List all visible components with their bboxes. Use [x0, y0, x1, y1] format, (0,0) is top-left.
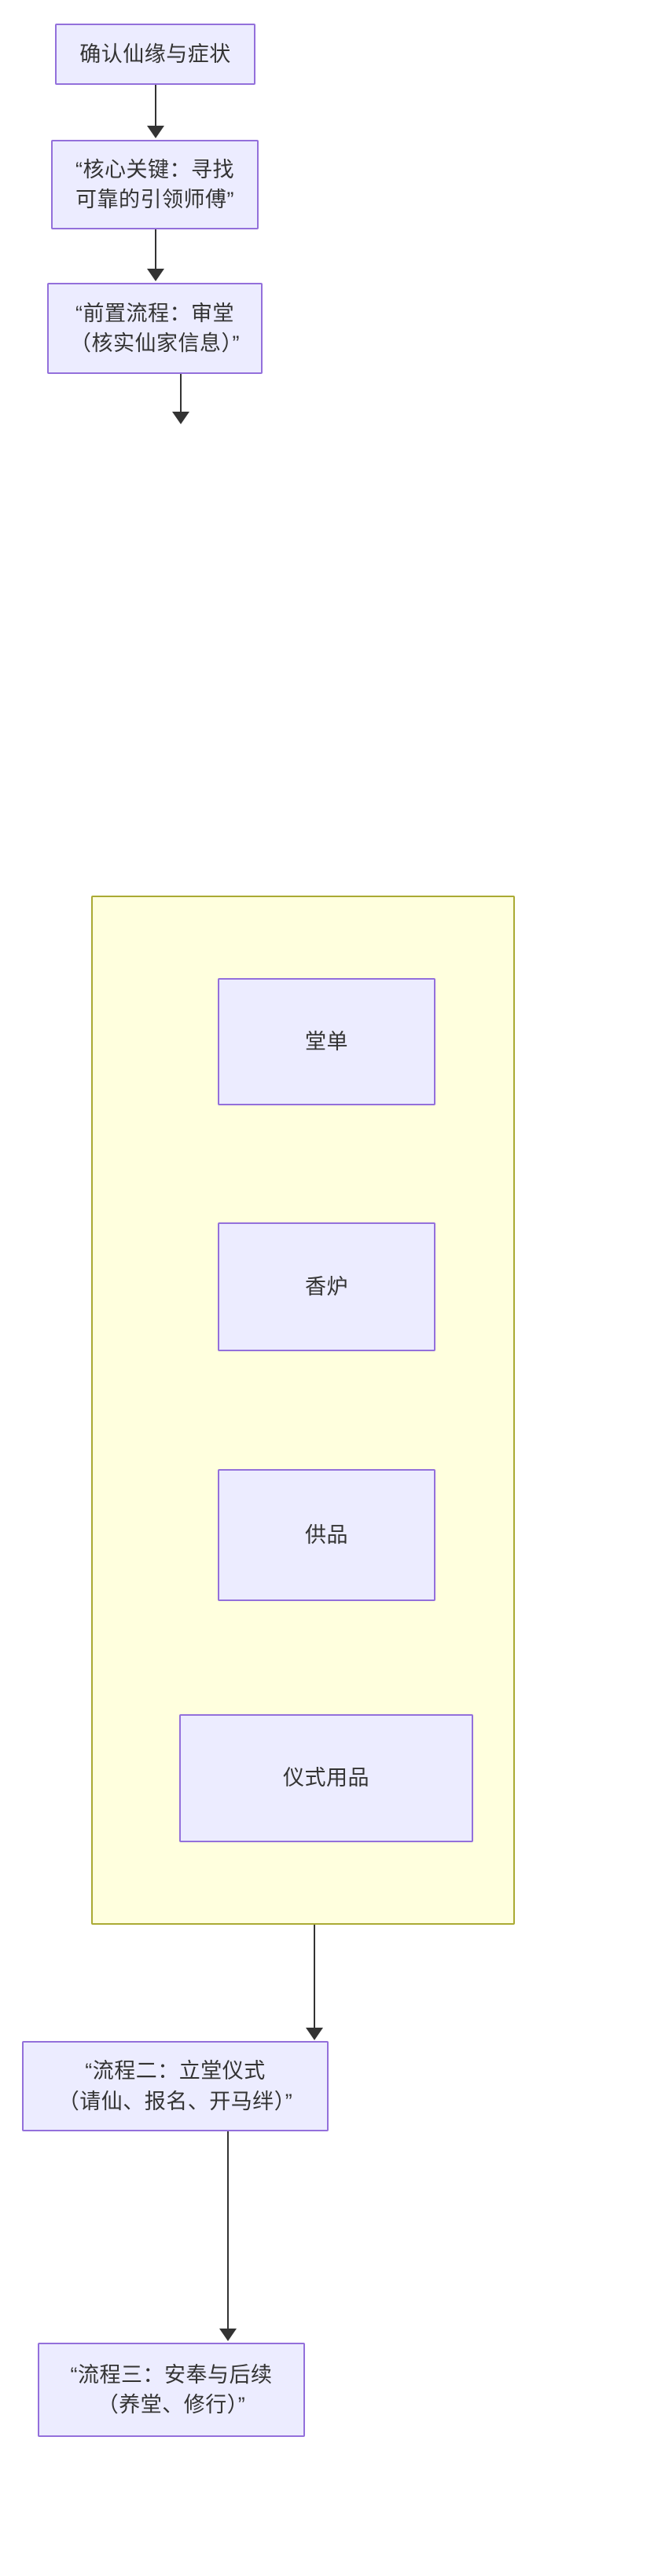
arrowhead-n1-n2: [147, 126, 164, 138]
node-tangdan[interactable]: 堂单: [218, 978, 435, 1105]
arrowhead-cluster-n9: [306, 2028, 323, 2040]
arrowhead-n9-n10: [219, 2329, 237, 2341]
arrowhead-n2-n3: [147, 269, 164, 281]
node-gongpin[interactable]: 供品: [218, 1469, 435, 1601]
edge-n3-cluster: [180, 374, 182, 413]
node-core-key-find-master[interactable]: “核心关键：寻找 可靠的引领师傅”: [51, 140, 259, 229]
node-pre-process-shentang[interactable]: “前置流程：审堂 （核实仙家信息）”: [47, 283, 263, 374]
node-xianglu[interactable]: 香炉: [218, 1222, 435, 1351]
edge-cluster-n9: [314, 1925, 315, 2028]
edge-n1-n2: [155, 85, 156, 127]
node-process-three-anfeng[interactable]: “流程三：安奉与后续 （养堂、修行）”: [38, 2343, 305, 2437]
node-confirm-affinity[interactable]: 确认仙缘与症状: [55, 24, 255, 85]
node-ritual-supplies[interactable]: 仪式用品: [179, 1714, 473, 1842]
edge-n9-n10: [227, 2131, 229, 2329]
edge-n2-n3: [155, 229, 156, 270]
arrowhead-n3-cluster: [172, 412, 189, 424]
node-process-two-litang[interactable]: “流程二：立堂仪式 （请仙、报名、开马绊）”: [22, 2041, 329, 2131]
